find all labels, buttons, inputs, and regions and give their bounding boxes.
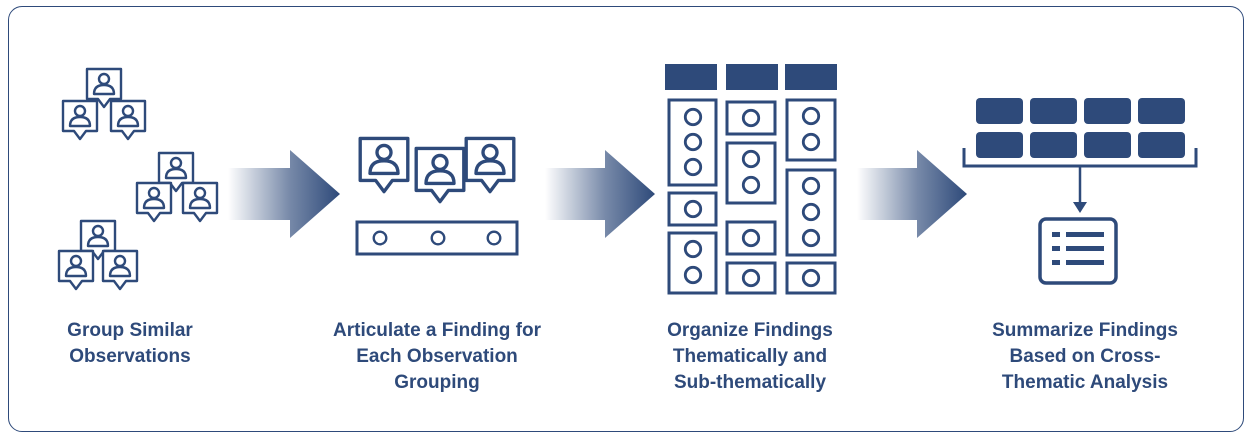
- step-4-label: Summarize Findings Based on Cross- Thema…: [992, 320, 1178, 393]
- finding-bubbles-icon: [358, 136, 516, 204]
- arrow-right-icon: [857, 150, 967, 238]
- summary-document-icon: [1038, 217, 1118, 285]
- observation-cluster-icon: [57, 67, 219, 291]
- arrow-right-icon: [228, 150, 340, 238]
- arrow-right-icon: [545, 150, 655, 238]
- theme-grid-icon: [665, 64, 837, 295]
- summary-blocks-icon: [962, 98, 1198, 213]
- step-3-label: Organize Findings Thematically and Sub-t…: [667, 320, 833, 393]
- finding-bar-icon: [355, 220, 519, 256]
- step-1-label: Group Similar Observations: [67, 320, 193, 367]
- step-2-label: Articulate a Finding for Each Observatio…: [333, 320, 541, 393]
